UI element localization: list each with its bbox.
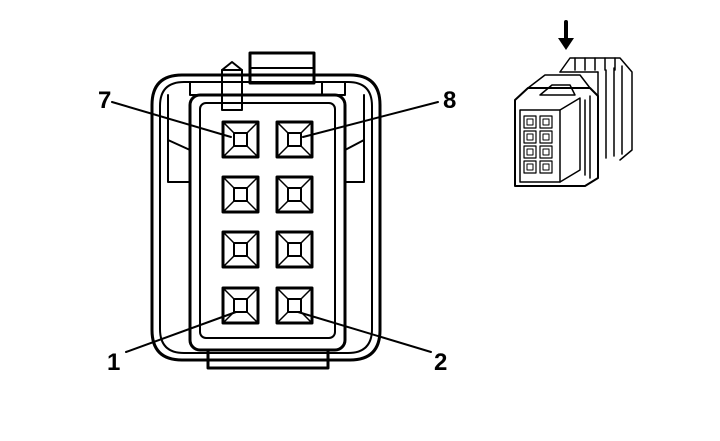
inset-cavity-inner: [526, 118, 534, 126]
leader-line-pin-7: [111, 101, 232, 138]
connector-housing-inner-outline: [159, 81, 373, 354]
connector-3d-inset: [514, 20, 633, 187]
inset-cavity: [523, 145, 537, 159]
bottom-tab: [206, 348, 330, 370]
cavity-block: [188, 93, 347, 352]
cavity-grid: [221, 120, 314, 325]
cavity: [275, 120, 314, 159]
housing-right-rail: [344, 94, 365, 183]
connector-front-body: [514, 74, 599, 187]
cavity: [221, 286, 260, 325]
inset-cavity-inner: [542, 148, 550, 156]
pin-label-8: 8: [443, 87, 456, 114]
down-arrow-icon: [558, 20, 574, 50]
cavity: [221, 230, 260, 269]
inset-cavity: [523, 160, 537, 174]
cavity: [275, 230, 314, 269]
inset-cavity-grid: [523, 115, 553, 174]
cavity-face: [199, 102, 336, 339]
leader-line-pin-2: [297, 311, 432, 353]
cavity: [275, 175, 314, 214]
inset-cavity: [539, 145, 553, 159]
pin-label-1: 1: [107, 349, 120, 376]
inset-cavity: [523, 130, 537, 144]
inset-cavity-inner: [526, 163, 534, 171]
inset-cavity: [539, 160, 553, 174]
leader-line-pin-8: [302, 101, 439, 138]
housing-left-rail: [167, 94, 191, 183]
cavity: [221, 120, 260, 159]
inset-cavity-inner: [526, 148, 534, 156]
inset-cavity: [539, 115, 553, 129]
pin-label-2: 2: [434, 349, 447, 376]
connector-housing-outer: [150, 73, 382, 362]
connector-face-view: 7 8 1 2: [98, 51, 456, 376]
inset-cavity-inner: [542, 118, 550, 126]
inset-cavity-inner: [542, 133, 550, 141]
inset-cavity-inner: [526, 133, 534, 141]
inset-cavity: [523, 115, 537, 129]
connector-rear-fins: [559, 57, 633, 161]
inset-cavity-inner: [542, 163, 550, 171]
leader-line-pin-1: [125, 311, 237, 353]
pin-label-7: 7: [98, 87, 111, 114]
cavity: [275, 286, 314, 325]
inset-cavity: [539, 130, 553, 144]
cavity: [221, 175, 260, 214]
